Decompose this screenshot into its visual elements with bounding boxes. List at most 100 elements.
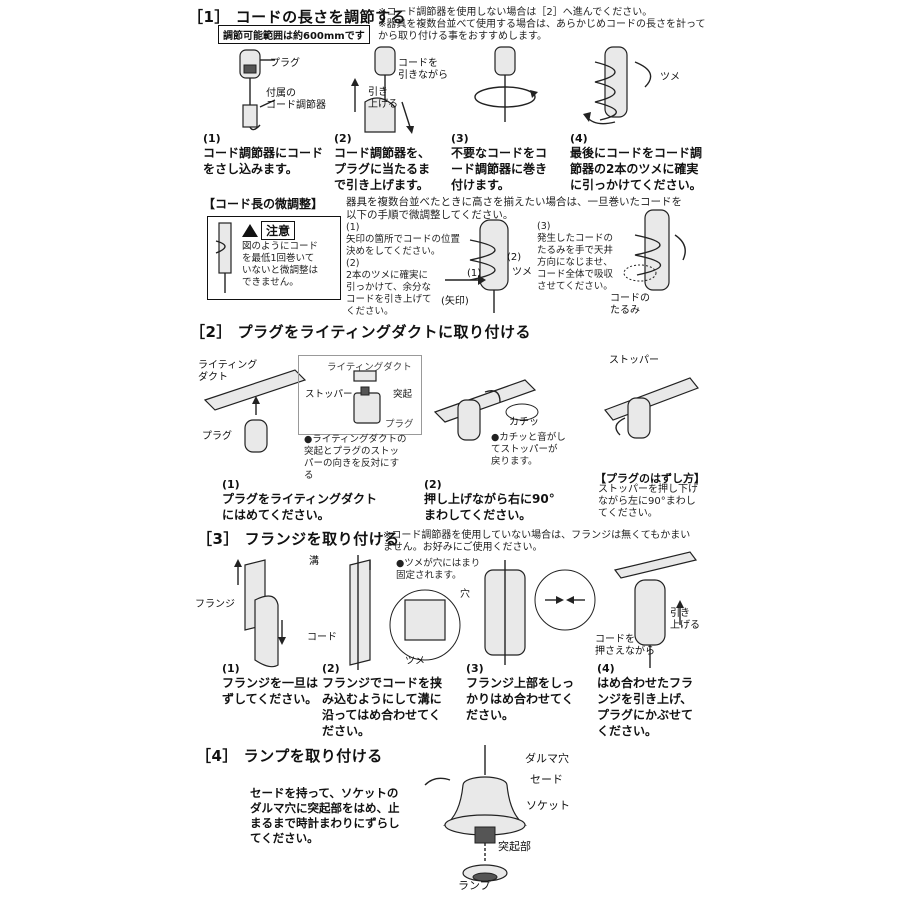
s1-step1: (1) コード調節器にコード をさし込みます。 xyxy=(203,132,323,177)
fine-step2: (2) 2本のツメに確実に 引っかけて、余分な コードを引き上げて ください。 xyxy=(346,258,432,317)
flange-pull-illustration xyxy=(613,551,698,668)
section4-title: ［4］ ランプを取り付ける xyxy=(196,747,383,765)
s1-step1-text: コード調節器にコード をさし込みます。 xyxy=(203,146,324,176)
label-protrusion: 突起部 xyxy=(498,840,531,853)
s1-step3-num: (3) xyxy=(451,132,469,145)
duct-plug-illustration xyxy=(203,369,307,453)
caution-box: 注意 図のようにコード を最低1回巻いて いないと微調整は できません。 xyxy=(207,216,341,300)
section1-note1: ※コード調節器を使用しない場合は［2］へ進んでください。 xyxy=(378,7,653,18)
plug-adjuster-illustration xyxy=(239,49,276,131)
label-pull-cord: コードを 引きながら xyxy=(398,58,448,81)
hook-claw-illustration xyxy=(583,46,652,125)
range-label: 調節可能範囲は約600mmです xyxy=(218,25,370,44)
fine-adjust-title: 【コード長の微調整】 xyxy=(203,197,324,211)
s3-step3-num: (3) xyxy=(466,662,484,675)
inset-box: ライティングダクト ストッパー 突起 プラグ xyxy=(298,355,422,435)
inset-illustration xyxy=(353,370,381,424)
inset-protrusion-label: 突起 xyxy=(393,389,413,400)
turn-plug-illustration xyxy=(433,379,539,441)
s1-step1-num: (1) xyxy=(203,132,221,145)
s3-step3: (3) フランジ上部をしっ かりはめ合わせてく ださい。 xyxy=(466,662,574,723)
s2-step2-num: (2) xyxy=(424,478,442,491)
s3-step2: (2) フランジでコードを挟 み込むようにして溝に 沿ってはめ合わせてく ださい… xyxy=(322,662,442,739)
lamp-illustration xyxy=(424,745,527,882)
flange-fit-illustration xyxy=(484,560,596,665)
s3-step2-text: フランジでコードを挟 み込むようにして溝に 沿ってはめ合わせてく ださい。 xyxy=(322,676,443,738)
label-hole: 穴 xyxy=(460,589,470,600)
label-fine-claw: ツメ xyxy=(512,267,532,278)
label-s3-pull-up: 引き 上げる xyxy=(670,608,700,631)
section3-note: ※コード調節器を使用していない場合は、フランジは無くてもかまい ません。お好みに… xyxy=(383,530,691,553)
label-adjuster: 付属の コード調節器 xyxy=(266,88,326,111)
label-lamp: ランプ xyxy=(458,879,491,892)
caution-header: 注意 xyxy=(242,221,296,240)
s3-step1-text: フランジを一旦は ずしてください。 xyxy=(222,676,319,706)
inset-note: ●ライティングダクトの 突起とプラグのストッ パーの向きを反対にす る xyxy=(304,434,407,481)
label-shade: セード xyxy=(530,773,563,786)
s2-step1-text: プラグをライティングダクト にはめてください。 xyxy=(222,492,378,522)
s3-step4: (4) はめ合わせたフラ ンジを引き上げ、 プラグにかぶせて ください。 xyxy=(597,662,693,739)
s3-step1: (1) フランジを一旦は ずしてください。 xyxy=(222,662,318,707)
s3-step1-num: (1) xyxy=(222,662,240,675)
s1-step4-text: 最後にコードをコード調 節器の2本のツメに確実 に引っかけてください。 xyxy=(570,146,703,192)
remove-plug-illustration xyxy=(604,377,699,439)
label-hold-cord: コードを 押さえながら xyxy=(595,634,655,657)
slack-illustration xyxy=(623,209,686,291)
s2-step1: (1) プラグをライティングダクト にはめてください。 xyxy=(222,478,377,523)
fine-step1: (1) 矢印の箇所でコードの位置 決めをしてください。 xyxy=(346,222,461,257)
s2-step2: (2) 押し上げながら右に90° まわしてください。 xyxy=(424,478,555,523)
fine-step3: (3) 発生したコードの たるみを手で天井 方向になじませ、 コード全体で吸収 … xyxy=(537,221,614,292)
s1-step3: (3) 不要なコードをコ ード調節器に巻き 付けます。 xyxy=(451,132,547,193)
label-duct: ライティング ダクト xyxy=(198,360,258,383)
section3-title: ［3］ フランジを取り付ける xyxy=(197,530,400,548)
click-note: ●カチッと音がし てストッパーが 戻ります。 xyxy=(491,432,566,467)
label-click: カチッ xyxy=(509,417,539,428)
section1-title: ［1］ コードの長さを調節する xyxy=(188,8,407,26)
warning-icon xyxy=(242,224,258,237)
label-stopper2: ストッパー xyxy=(609,355,659,366)
s3-step4-num: (4) xyxy=(597,662,615,675)
s1-step4-num: (4) xyxy=(570,132,588,145)
label-fine-2: (2) xyxy=(507,252,522,263)
s1-step4: (4) 最後にコードをコード調 節器の2本のツメに確実 に引っかけてください。 xyxy=(570,132,702,193)
s3-step4-text: はめ合わせたフラ ンジを引き上げ、 プラグにかぶせて ください。 xyxy=(597,676,694,738)
inset-duct-label: ライティングダクト xyxy=(327,362,412,373)
remove-text: ストッパーを押し下げ ながら左に90°まわし てください。 xyxy=(598,484,698,519)
label-flange: フランジ xyxy=(195,599,235,610)
label-fine-1: (1) xyxy=(467,268,482,279)
s1-step2-num: (2) xyxy=(334,132,352,145)
label-daruma-hole: ダルマ穴 xyxy=(525,752,569,765)
caution-title: 注意 xyxy=(261,221,296,240)
wind-cord-illustration xyxy=(474,46,538,122)
s1-step2: (2) コード調節器を、 プラグに当たるま で引き上げます。 xyxy=(334,132,430,193)
label-slack: コードの たるみ xyxy=(610,293,650,316)
label-s3-claw: ツメ xyxy=(405,656,425,667)
label-cord: コード xyxy=(307,632,337,643)
s3-step3-text: フランジ上部をしっ かりはめ合わせてく ださい。 xyxy=(466,676,575,722)
claw-note: ●ツメが穴にはまり 固定されます。 xyxy=(396,558,481,581)
label-fine-arrow: (矢印) xyxy=(441,296,469,307)
inset-stopper-label: ストッパー xyxy=(305,389,353,400)
caution-cord-illustration xyxy=(215,222,232,293)
fine-adjust-illustration xyxy=(445,219,509,313)
remove-title: 【プラグのはずし方】 xyxy=(595,472,705,485)
label-s2-plug: プラグ xyxy=(202,431,232,442)
label-socket: ソケット xyxy=(526,799,570,812)
s1-step2-text: コード調節器を、 プラグに当たるま で引き上げます。 xyxy=(334,146,431,192)
section4-text: セードを持って、ソケットの ダルマ穴に突起部をはめ、止 まるまで時計まわりにずら… xyxy=(250,786,400,845)
s1-step3-text: 不要なコードをコ ード調節器に巻き 付けます。 xyxy=(451,146,548,192)
label-plug: プラグ xyxy=(270,58,300,69)
fine-adjust-intro: 器具を複数台並べたときに高さを揃えたい場合は、一旦巻いたコードを 以下の手順で微… xyxy=(346,196,682,221)
section2-title: ［2］ プラグをライティングダクトに取り付ける xyxy=(190,323,531,341)
flange-attach-illustration xyxy=(349,555,461,670)
inset-plug-label: プラグ xyxy=(385,419,414,430)
label-claw: ツメ xyxy=(660,72,680,83)
flange-remove-illustration xyxy=(234,559,286,668)
s2-step1-num: (1) xyxy=(222,478,240,491)
section1-note2: ※器具を複数台並べて使用する場合は、あらかじめコードの長さを計って から取り付け… xyxy=(378,19,706,42)
label-pull-up: 引き 上げる xyxy=(368,87,398,110)
s2-step2-text: 押し上げながら右に90° まわしてください。 xyxy=(424,492,555,522)
pull-up-illustration xyxy=(351,46,414,134)
caution-text: 図のようにコード を最低1回巻いて いないと微調整は できません。 xyxy=(242,241,319,288)
s3-step2-num: (2) xyxy=(322,662,340,675)
